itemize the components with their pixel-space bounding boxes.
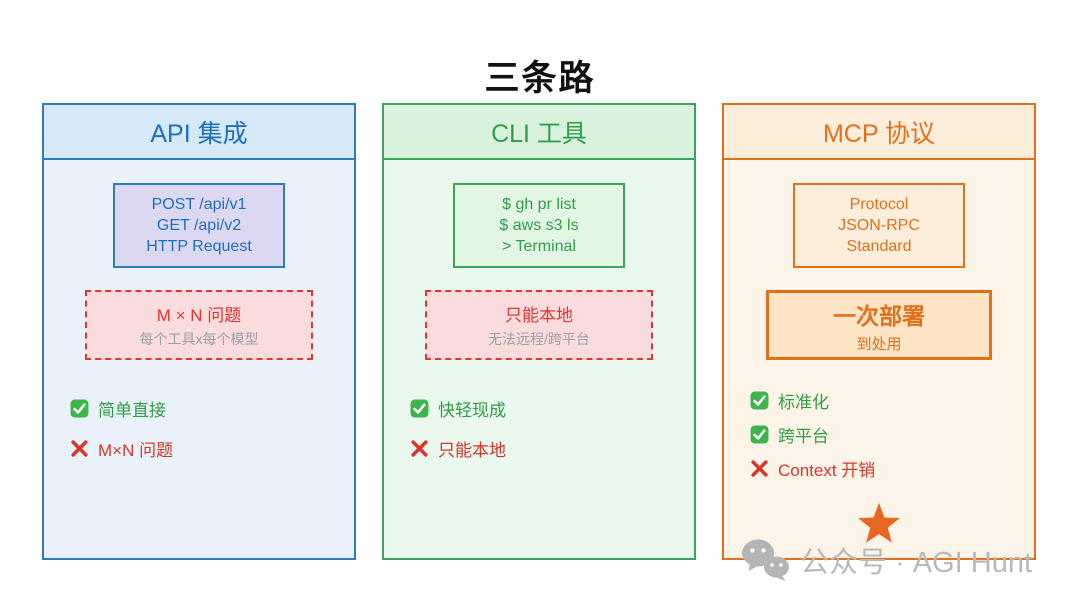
column-api-header: API 集成 — [44, 105, 354, 160]
code-line: HTTP Request — [146, 238, 252, 255]
point-con: 只能本地 — [410, 436, 694, 461]
check-icon — [750, 425, 769, 444]
wechat-icon — [740, 537, 790, 583]
column-cli-code-box: $ gh pr list $ aws s3 ls > Terminal — [453, 183, 625, 268]
code-line: > Terminal — [502, 238, 576, 255]
column-mcp-highlight-box: 一次部署 到处用 — [766, 290, 992, 360]
point-label: 只能本地 — [438, 441, 506, 460]
point-pro: 快轻现成 — [410, 396, 694, 421]
warning-title: 只能本地 — [505, 306, 573, 325]
check-icon — [70, 399, 89, 418]
warning-title: M × N 问题 — [156, 306, 242, 325]
highlight-title: 一次部署 — [833, 302, 925, 329]
star-icon — [856, 502, 902, 546]
column-api-warning-box: M × N 问题 每个工具x每个模型 — [85, 290, 313, 360]
column-mcp-code-box: Protocol JSON-RPC Standard — [793, 183, 965, 268]
point-label: M×N 问题 — [98, 441, 174, 460]
point-label: 简单直接 — [98, 401, 166, 420]
point-pro: 简单直接 — [70, 396, 354, 421]
highlight-subtitle: 到处用 — [856, 335, 902, 353]
column-mcp: MCP 协议 Protocol JSON-RPC Standard 一次部署 到… — [722, 103, 1036, 560]
watermark-text: 公众号 · AGI Hunt — [800, 547, 1033, 579]
watermark: 公众号 · AGI Hunt — [740, 537, 1032, 583]
check-icon — [750, 391, 769, 410]
column-cli-header: CLI 工具 — [384, 105, 694, 160]
point-con: M×N 问题 — [70, 436, 354, 461]
column-api-points: 简单直接 M×N 问题 — [70, 396, 354, 461]
comparison-columns: API 集成 POST /api/v1 GET /api/v2 HTTP Req… — [42, 103, 1036, 560]
column-api-code-box: POST /api/v1 GET /api/v2 HTTP Request — [113, 183, 285, 268]
page-title: 三条路 — [484, 59, 596, 98]
code-line: Standard — [846, 238, 912, 255]
point-label: 跨平台 — [778, 427, 829, 446]
cross-icon — [750, 459, 769, 478]
point-pro: 跨平台 — [750, 422, 1034, 447]
code-line: POST /api/v1 — [151, 196, 247, 213]
point-label: 标准化 — [778, 393, 829, 412]
check-icon — [410, 399, 429, 418]
cross-icon — [410, 439, 429, 458]
code-line: $ aws s3 ls — [499, 217, 579, 234]
code-line: $ gh pr list — [502, 196, 576, 213]
column-mcp-header: MCP 协议 — [724, 105, 1034, 160]
column-mcp-points: 标准化 跨平台 Context 开销 — [750, 388, 1034, 481]
code-line: GET /api/v2 — [156, 217, 242, 234]
warning-subtitle: 无法远程/跨平台 — [488, 331, 590, 347]
code-line: Protocol — [849, 196, 909, 213]
point-label: 快轻现成 — [438, 401, 506, 420]
column-api: API 集成 POST /api/v1 GET /api/v2 HTTP Req… — [42, 103, 356, 560]
point-pro: 标准化 — [750, 388, 1034, 413]
code-line: JSON-RPC — [838, 217, 920, 234]
point-con: Context 开销 — [750, 456, 1034, 481]
column-cli: CLI 工具 $ gh pr list $ aws s3 ls > Termin… — [382, 103, 696, 560]
warning-subtitle: 每个工具x每个模型 — [139, 331, 259, 347]
cross-icon — [70, 439, 89, 458]
point-label: Context 开销 — [778, 461, 876, 480]
column-cli-points: 快轻现成 只能本地 — [410, 396, 694, 461]
column-cli-warning-box: 只能本地 无法远程/跨平台 — [425, 290, 653, 360]
